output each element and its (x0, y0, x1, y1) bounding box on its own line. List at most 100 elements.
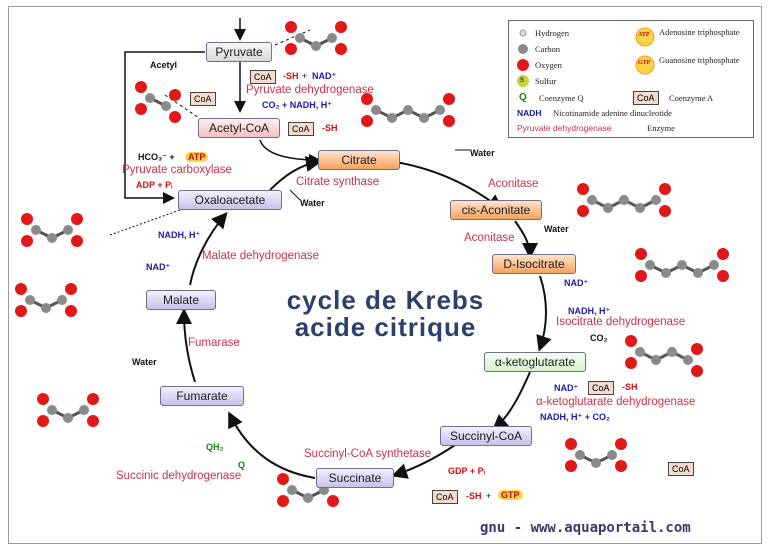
legend-enzyme: Enzyme (647, 123, 675, 133)
legend-coa-box: CoA (633, 91, 659, 105)
legend-carbon: Carbon (535, 44, 561, 54)
legend-atp-symbol: ATP (638, 32, 650, 38)
enzyme-a-ketoglutarate-dehydrogenase: α-ketoglutarate dehydrogenase (536, 396, 696, 408)
legend-nadh-desc: Nicotinamide adenine dinucleotide (553, 108, 672, 118)
molecule-a-ketoglutarate (625, 335, 703, 377)
legend-coenzyme-a: Coenzyme A (669, 93, 714, 103)
label-water-fumarase: Water (132, 357, 157, 367)
molecule-malate (15, 283, 77, 317)
cycle-arc-succinate-fumarate (228, 411, 316, 479)
cycle-arc-fumarate-malate (176, 308, 196, 383)
molecule-fumarate (37, 393, 99, 427)
hydrogen-icon (519, 29, 527, 37)
cycle-arc-malate-oxalo (189, 211, 228, 286)
label-nadh-isocitrate: NADH, H⁺ (568, 306, 611, 316)
label-water-citrate-synthase: Water (300, 198, 325, 208)
enzyme-succinic-dehydrogenase: Succinic dehydrogenase (116, 470, 242, 482)
label-gdp-pi: GDP + Pᵢ (448, 466, 485, 476)
node-d-isocitrate: D-Isocitrate (492, 254, 576, 274)
legend-oxygen: Oxygen (535, 60, 562, 70)
molecule-pyruvate (285, 21, 347, 55)
atp-icon (635, 27, 655, 47)
coa-box-akg: CoA (588, 381, 614, 395)
legend-sulfur: Sulfur (535, 76, 557, 86)
enzyme-succinyl-coa-synthetase: Succinyl-CoA synthetase (304, 448, 432, 460)
co2-nadh-pdh: CO₂ + NADH, H⁺ (262, 100, 333, 110)
enzyme-isocitrate-dehydrogenase: Isocitrate dehydrogenase (556, 316, 686, 328)
sh-akg: -SH (622, 382, 638, 392)
node-malate: Malate (146, 290, 216, 310)
node-citrate: Citrate (318, 150, 400, 170)
enzyme-citrate-synthase: Citrate synthase (296, 176, 380, 188)
oxygen-icon (517, 59, 529, 71)
plus-succinyl: + (486, 491, 492, 501)
legend-sulfur-symbol: S (520, 76, 524, 84)
legend-gtp-symbol: GTP (638, 60, 651, 66)
legend-enzyme-example: Pyruvate dehydrogenase (517, 123, 612, 133)
cycle-arc-akg-succ (491, 371, 531, 431)
label-nad-akg: NAD⁺ (554, 383, 579, 393)
legend-q-symbol: Q (519, 92, 527, 103)
legend-gtp: Guanosine triphosphate (659, 55, 740, 65)
coa-box-pdh: CoA (250, 70, 276, 84)
label-qh2: QH₂ (206, 442, 224, 452)
molecule-cis-aconitate (577, 183, 671, 217)
atp-badge: ATP (185, 152, 209, 162)
molecule-succinyl-coa (565, 438, 627, 472)
coa-box-acetylcoa: CoA (288, 122, 314, 136)
node-oxaloacetate: Oxaloacetate (178, 190, 282, 210)
label-nad-malate: NAD⁺ (146, 262, 171, 272)
label-q: Q (238, 460, 246, 470)
cycle-arc-iso-akg (536, 275, 552, 352)
legend-symbols (517, 27, 655, 87)
legend-nadh: NADH (517, 108, 542, 118)
label-water-citrate: Water (470, 148, 495, 158)
node-cis-aconitate: cis-Aconitate (450, 200, 542, 220)
enzyme-aconitase-2: Aconitase (464, 232, 515, 244)
sh-succinyl: -SH (466, 491, 482, 501)
gtp-icon (635, 55, 655, 75)
diagram-frame (8, 6, 762, 544)
enzyme-aconitase-1: Aconitase (488, 178, 539, 190)
node-acetyl-coa: Acetyl-CoA (198, 118, 280, 138)
sh-pdh: -SH (283, 71, 299, 81)
diagram-title: cycle de Krebs (286, 285, 485, 315)
molecule-acetyl (135, 81, 181, 123)
molecule-isocitrate (635, 248, 729, 282)
gtp-badge: GTP (498, 490, 523, 500)
node-succinate: Succinate (316, 468, 394, 488)
node-succinyl-coa: Succinyl-CoA (440, 426, 532, 446)
cycle-arc-cis-iso (514, 220, 538, 259)
label-hco3: HCO₃⁻ + (138, 152, 175, 162)
legend-panel: Hydrogen Carbon Oxygen S Sulfur ATP Aden… (508, 20, 754, 138)
node-pyruvate: Pyruvate (206, 42, 272, 62)
coa-box-succinyl: CoA (432, 490, 458, 504)
enzyme-pyruvate-dehydrogenase: Pyruvate dehydrogenase (246, 84, 374, 96)
carbon-icon (518, 44, 528, 54)
enzyme-pyruvate-carboxylase: Pyruvate carboxylase (122, 164, 232, 176)
coa-box-acetyl: CoA (190, 92, 216, 106)
sh-acetylcoa: -SH (322, 123, 338, 133)
legend-coenzyme-q: Coenzyme Q (539, 93, 584, 103)
legend-hydrogen: Hydrogen (535, 28, 569, 38)
cycle-arc-succcoa-succinate (391, 444, 456, 479)
diagram-subtitle: acide citrique (294, 312, 477, 342)
coa-box-succinylcoa-mol: CoA (668, 462, 694, 476)
legend-atp: Adenosine triphosphate (659, 27, 740, 37)
nad-pdh: NAD⁺ (312, 71, 337, 81)
sulfur-icon (517, 75, 529, 87)
molecule-citrate (361, 93, 455, 127)
label-nadh-malate: NADH, H⁺ (158, 230, 201, 240)
label-co2-isocitrate: CO₂ (590, 333, 608, 343)
label-acetyl: Acetyl (150, 60, 178, 70)
label-nad-isocitrate: NAD⁺ (564, 278, 589, 288)
enzyme-malate-dehydrogenase: Malate dehydrogenase (202, 250, 319, 262)
label-adp-pi: ADP + Pᵢ (136, 180, 173, 190)
label-water-aconitase: Water (544, 224, 569, 234)
label-nadh-co2-akg: NADH, H⁺ + CO₂ (540, 412, 611, 422)
plus-pdh: + (302, 71, 308, 81)
footer-credit: gnu - www.aquaportail.com (480, 520, 691, 536)
molecule-oxaloacetate (21, 213, 83, 247)
node-fumarate: Fumarate (160, 386, 244, 406)
